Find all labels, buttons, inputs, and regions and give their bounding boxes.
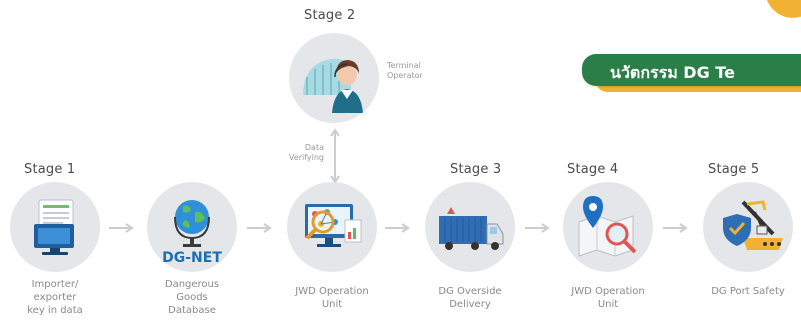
flow-arrow-3: [385, 223, 410, 233]
stage-4-caption-line-1: JWD Operation: [571, 286, 645, 297]
data-verifying-line-1: Data: [304, 143, 324, 152]
computer-data-entry-icon: [10, 182, 100, 272]
stage-5-caption: DG Port Safety: [688, 285, 801, 298]
stage-db-caption-line-3: Database: [168, 305, 216, 316]
terminal-operator-label-line-1: Terminal: [387, 61, 421, 70]
stage-3-caption-line-2: Delivery: [449, 299, 491, 310]
stage-jwd-caption-line-2: Unit: [321, 299, 343, 310]
terminal-operator-label-line-2: Operator: [387, 71, 423, 80]
stage-1-title: Stage 1: [24, 162, 76, 177]
terminal-operator-label: Terminal Operator: [387, 61, 423, 81]
stage-5-caption-line-1: DG Port Safety: [711, 286, 785, 297]
stage-1-caption-line-3: key in data: [27, 305, 83, 316]
flow-arrow-2: [247, 223, 272, 233]
stage-2-title: Stage 2: [304, 8, 356, 23]
stage-db-caption: Dangerous Goods Database: [132, 278, 252, 317]
corner-decoration: [766, 0, 801, 26]
stage-db-caption-line-1: Dangerous: [164, 279, 220, 290]
stage-1-caption-line-1: Importer/: [31, 279, 79, 290]
dg-net-badge: DG-NET: [162, 250, 222, 266]
delivery-truck-icon: [425, 182, 515, 272]
stage-jwd-caption: JWD Operation Unit: [272, 285, 392, 311]
stage-4-title: Stage 4: [567, 162, 619, 177]
flow-arrow-4: [525, 223, 550, 233]
stage-1-caption-line-2: exporter: [33, 292, 77, 303]
stage-db-caption-line-2: Goods: [176, 292, 208, 303]
stage-3-caption: DG Overside Delivery: [410, 285, 530, 311]
stage-1-caption: Importer/ exporter key in data: [0, 278, 115, 317]
stage-4-caption: JWD Operation Unit: [548, 285, 668, 311]
banner: [582, 54, 801, 86]
stage-jwd-caption-line-1: JWD Operation: [295, 286, 369, 297]
globe-database-icon: [147, 182, 237, 272]
data-verifying-label: Data Verifying: [280, 143, 324, 163]
banner-title: นวัตกรรม DG Te: [610, 63, 735, 82]
stage-3-caption-line-1: DG Overside: [438, 286, 502, 297]
port-crane-shield-icon: [703, 182, 793, 272]
stage-4-caption-line-2: Unit: [597, 299, 619, 310]
monitor-magnifier-icon: [287, 182, 377, 272]
data-verifying-arrow: [330, 128, 340, 184]
flow-arrow-1: [109, 223, 134, 233]
terminal-operator-icon: [289, 33, 379, 123]
stage-5-title: Stage 5: [708, 162, 760, 177]
stage-3-title: Stage 3: [450, 162, 502, 177]
map-pin-search-icon: [563, 182, 653, 272]
data-verifying-line-2: Verifying: [288, 153, 324, 162]
flow-arrow-5: [663, 223, 688, 233]
